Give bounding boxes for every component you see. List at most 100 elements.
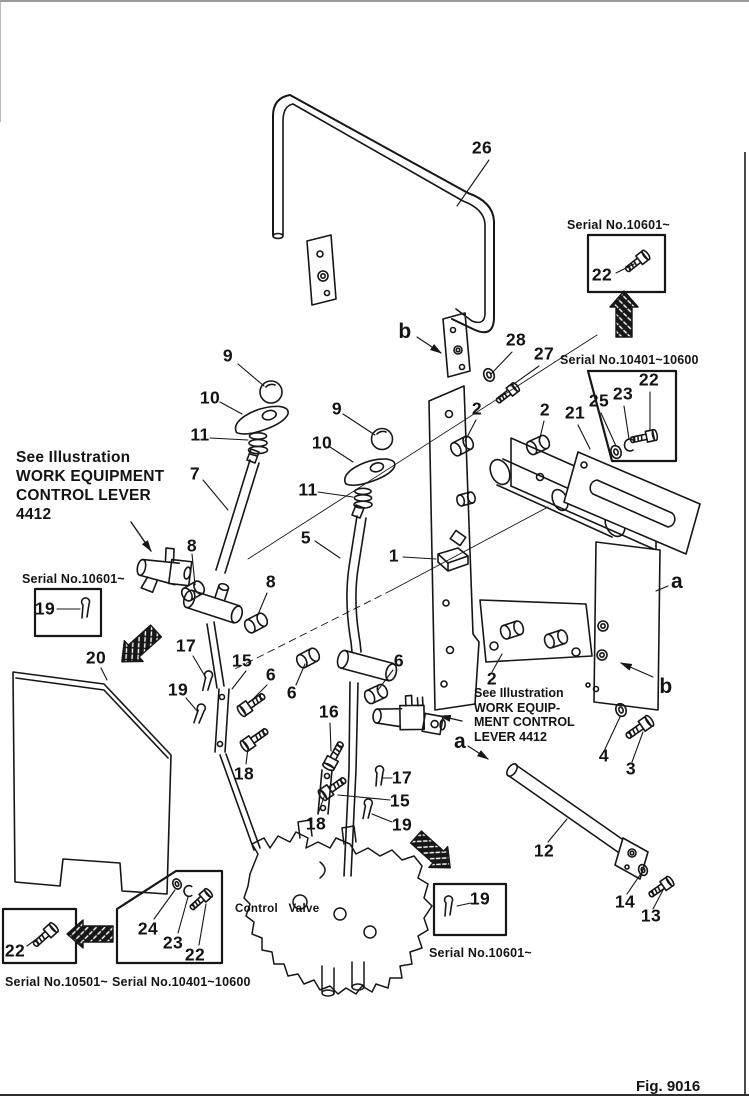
callout-15: 15 [389,790,411,811]
leader-line-a [656,586,668,591]
callout-1: 1 [388,545,400,566]
page-edge-bottom [0,1094,749,1096]
callout-24: 24 [137,918,159,939]
callout-8: 8 [265,571,277,592]
callout-28: 28 [505,329,527,350]
page-edge-right [744,152,746,1096]
leader-line-22 [616,264,634,273]
callout-6: 6 [286,682,298,703]
leader-line-10 [220,402,242,414]
leader-line-b [417,337,442,354]
leader-line-20 [101,668,107,680]
callout-19: 19 [469,888,491,909]
control-valve-body [244,820,432,996]
leader-line-11 [318,492,353,497]
callout-7: 7 [189,463,201,484]
callout-26: 26 [471,137,493,158]
loop-mount-plate-left [307,235,336,305]
callout-15: 15 [231,650,253,671]
callout-19: 19 [167,679,189,700]
callout-17: 17 [391,767,413,788]
figure-number: Fig. 9016 [636,1078,701,1095]
leader-line-26 [457,160,489,206]
see-illustration-note-right: See Illustration WORK EQUIP- MENT CONTRO… [474,686,575,744]
leader-line-1 [403,557,436,559]
callout-19: 19 [391,814,413,835]
rod-12 [505,762,648,879]
callout-2: 2 [539,399,551,420]
leader-line-15 [232,671,246,689]
note-arrow-right [438,714,462,722]
leader-line-b [619,663,653,677]
callout-5: 5 [300,527,312,548]
callout-18: 18 [305,813,327,834]
frame-plate-left [429,386,479,710]
inset-box-19-right [434,884,506,935]
note-arrow-left [131,522,151,552]
leader-line-a [468,746,490,760]
see-illustration-note-left: See Illustration WORK EQUIPMENT CONTROL … [16,448,164,524]
leader-line-19 [457,903,471,906]
callout-14: 14 [614,891,636,912]
reference-lines [233,335,597,670]
callout-25: 25 [588,390,610,411]
side-panel-20 [13,672,171,894]
callout-19: 19 [34,598,56,619]
callout-3: 3 [625,758,637,779]
callout-a: a [670,570,684,593]
leader-line-2 [492,654,502,672]
callout-9: 9 [331,398,343,419]
note-line: MENT CONTROL [474,715,575,730]
callout-11: 11 [190,424,210,445]
serial-label: Serial No.10601~ [567,218,670,232]
callout-17: 17 [175,635,197,656]
callout-2: 2 [471,398,483,419]
callout-16: 16 [318,701,340,722]
callout-b: b [398,320,412,343]
leader-line-22 [27,935,42,946]
callout-23: 23 [612,383,634,404]
lever-left [182,381,292,850]
callout-22: 22 [184,944,206,965]
note-line: CONTROL LEVER [16,487,151,504]
leader-line-19 [372,814,392,822]
callout-10: 10 [311,432,333,453]
callout-2: 2 [486,668,498,689]
callout-23: 23 [162,932,184,953]
callout-9: 9 [222,345,234,366]
serial-label: Serial No.10401~10600 [112,975,251,989]
leader-line-18 [318,797,324,814]
cross-shaft-right [372,693,447,735]
note-line: See Illustration [474,686,564,700]
leader-line-10 [330,447,353,462]
callout-21: 21 [564,402,586,423]
frame-plate-right [586,542,660,710]
leader-line-23 [178,897,188,933]
control-valve-label: Control Valve [235,903,320,915]
callout-6: 6 [265,664,277,685]
lever-right [318,429,399,877]
callout-22: 22 [4,940,26,961]
leader-line-28 [491,352,512,374]
leader-line-9 [343,414,375,435]
leader-line-4 [605,717,620,749]
leader-line-25 [601,413,616,446]
callout-18: 18 [233,763,255,784]
leader-line-9 [238,364,264,386]
leader-line-2 [465,420,476,441]
leader-line-14 [627,875,640,894]
callout-leader-lines [27,160,668,946]
callout-20: 20 [85,647,107,668]
leader-line-3 [632,732,643,762]
leader-line-8 [192,554,195,585]
leader-line-24 [154,890,175,919]
leader-line-12 [548,819,567,842]
lower-bracket [480,600,592,662]
leader-line-17 [193,656,206,678]
slotted-plate-21 [564,452,700,554]
serial-label: Serial No.10501~ [5,975,108,989]
leader-line-7 [203,480,228,510]
